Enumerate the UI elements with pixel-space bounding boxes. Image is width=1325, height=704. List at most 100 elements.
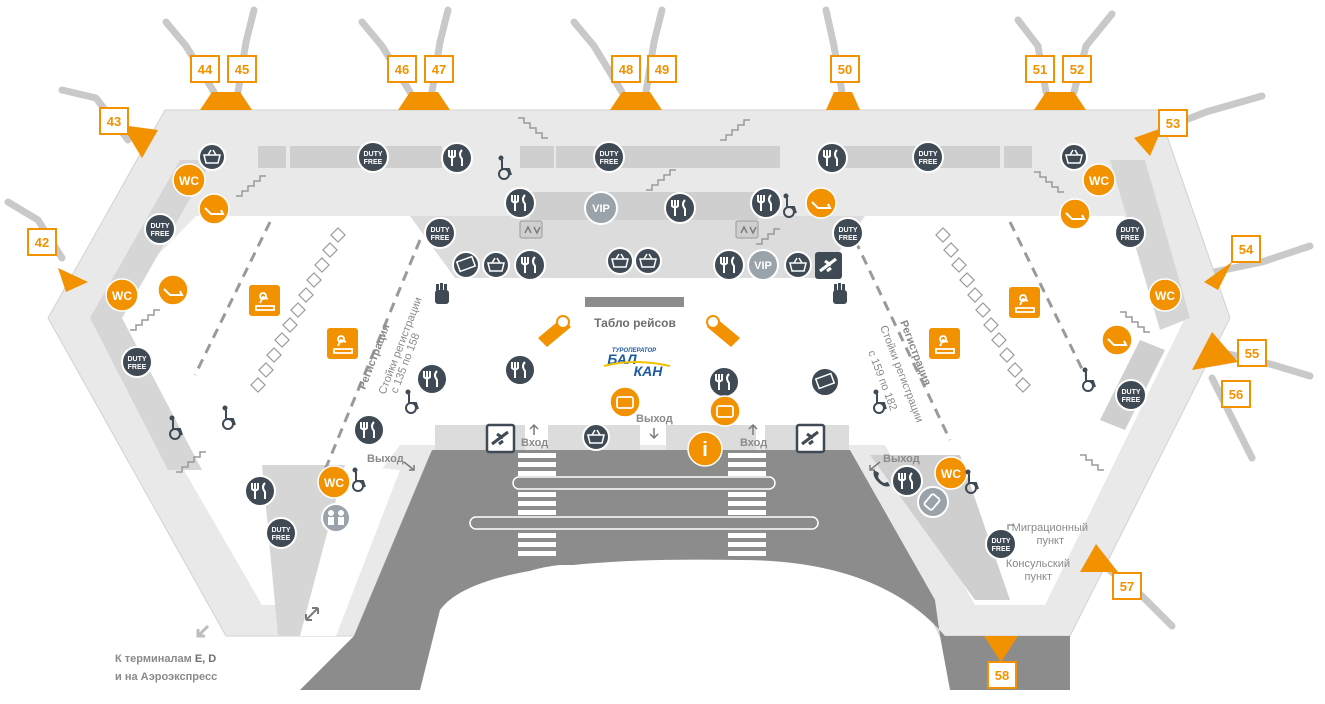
svg-text:55: 55 bbox=[1245, 346, 1259, 361]
wheelchair-icon[interactable] bbox=[873, 389, 887, 414]
wheelchair-icon[interactable] bbox=[169, 415, 183, 440]
restaurant-icon[interactable] bbox=[750, 187, 782, 219]
restaurant-icon[interactable] bbox=[504, 354, 536, 386]
restaurant-icon[interactable] bbox=[816, 142, 848, 174]
lounge-seat-icon[interactable] bbox=[1101, 324, 1133, 356]
gate-52[interactable]: 52 bbox=[1062, 55, 1092, 83]
luggage-tag-icon[interactable] bbox=[917, 486, 949, 518]
restaurant-icon[interactable] bbox=[441, 142, 473, 174]
gate-54[interactable]: 54 bbox=[1231, 235, 1261, 263]
lounge-icons bbox=[157, 187, 1133, 356]
lounge-seat-icon[interactable] bbox=[157, 274, 189, 306]
wheelchair-icon[interactable] bbox=[405, 389, 419, 414]
wheelchair-icon[interactable] bbox=[783, 193, 797, 218]
shopping-basket-icon[interactable] bbox=[784, 251, 812, 279]
phone-icon[interactable] bbox=[873, 470, 891, 487]
wheelchair-icon[interactable] bbox=[498, 155, 512, 180]
wheelchair-icon[interactable] bbox=[222, 405, 236, 430]
gate-48[interactable]: 48 bbox=[611, 55, 641, 83]
wc-icon[interactable]: WC bbox=[105, 278, 139, 312]
svg-text:DUTY: DUTY bbox=[599, 151, 618, 158]
wc-icons: WC WC WC WC WC WC bbox=[105, 163, 1182, 499]
gate-51[interactable]: 51 bbox=[1025, 55, 1055, 83]
shopping-basket-icon[interactable] bbox=[634, 247, 662, 275]
airplane-icon[interactable] bbox=[485, 423, 516, 454]
lounge-seat-icon[interactable] bbox=[805, 187, 837, 219]
checkin-desk-icon[interactable] bbox=[929, 328, 960, 359]
svg-text:DUTY: DUTY bbox=[1121, 389, 1140, 396]
wc-icon[interactable]: WC bbox=[172, 163, 206, 197]
shopping-basket-icon[interactable] bbox=[198, 143, 226, 171]
checkin-desk-icon[interactable] bbox=[1009, 287, 1040, 318]
svg-text:FREE: FREE bbox=[364, 159, 383, 166]
wheelchair-icon[interactable] bbox=[965, 469, 979, 494]
shopping-basket-icon[interactable] bbox=[606, 247, 634, 275]
svg-text:FREE: FREE bbox=[839, 235, 858, 242]
gate-57[interactable]: 57 bbox=[1112, 572, 1142, 600]
baggage-icon[interactable] bbox=[709, 395, 741, 427]
gate-55[interactable]: 55 bbox=[1237, 339, 1267, 367]
checkin-desk-icon[interactable] bbox=[327, 328, 358, 359]
airplane-icon[interactable] bbox=[815, 252, 842, 279]
elevator-icon[interactable] bbox=[519, 220, 543, 239]
vip-lounge-icon[interactable]: VIP bbox=[584, 191, 618, 225]
restaurant-icon[interactable] bbox=[244, 475, 276, 507]
lounge-seat-icon[interactable] bbox=[1059, 198, 1091, 230]
gate-43[interactable]: 43 bbox=[99, 107, 129, 135]
restaurant-icon[interactable] bbox=[891, 465, 923, 497]
svg-text:Выход: Выход bbox=[883, 453, 920, 465]
elevator-icon[interactable] bbox=[735, 220, 759, 239]
svg-text:FREE: FREE bbox=[1121, 235, 1140, 242]
apron bbox=[300, 450, 1070, 690]
currency-exchange-icon[interactable] bbox=[810, 367, 840, 397]
gate-46[interactable]: 46 bbox=[387, 55, 417, 83]
gate-44[interactable]: 44 bbox=[190, 55, 220, 83]
baggage-icon[interactable] bbox=[609, 386, 641, 418]
svg-text:FREE: FREE bbox=[272, 535, 291, 542]
wc-icon[interactable]: WC bbox=[1148, 278, 1182, 312]
gate-45[interactable]: 45 bbox=[227, 55, 257, 83]
restaurant-icon[interactable] bbox=[514, 249, 546, 281]
vip-lounge-icon[interactable]: VIP bbox=[747, 249, 779, 281]
restaurant-icon[interactable] bbox=[416, 363, 448, 395]
gate-42[interactable]: 42 bbox=[27, 228, 57, 256]
shopping-basket-icon[interactable] bbox=[1060, 143, 1088, 171]
restaurant-icon[interactable] bbox=[664, 192, 696, 224]
information-icon[interactable]: i bbox=[687, 431, 723, 467]
restaurant-icon[interactable] bbox=[713, 249, 745, 281]
restaurant-icon[interactable] bbox=[353, 414, 385, 446]
restaurant-icon[interactable] bbox=[708, 366, 740, 398]
checkin-desk-icon[interactable] bbox=[249, 285, 280, 316]
wheelchair-icon[interactable] bbox=[352, 467, 366, 492]
gate-58[interactable]: 58 bbox=[987, 661, 1017, 689]
gate-53[interactable]: 53 bbox=[1158, 109, 1188, 137]
gate-47[interactable]: 47 bbox=[424, 55, 454, 83]
airplane-icon[interactable] bbox=[795, 423, 826, 454]
wc-icon[interactable]: WC bbox=[934, 456, 968, 490]
family-room-icon[interactable] bbox=[321, 503, 351, 533]
svg-text:WC: WC bbox=[112, 289, 132, 303]
currency-exchange-icon[interactable] bbox=[452, 251, 480, 279]
wc-icon[interactable]: WC bbox=[317, 465, 351, 499]
shopping-basket-icon[interactable] bbox=[482, 251, 510, 279]
gate-50[interactable]: 50 bbox=[830, 55, 860, 83]
gate-49[interactable]: 49 bbox=[647, 55, 677, 83]
wc-icon[interactable]: WC bbox=[1082, 163, 1116, 197]
shopping-basket-icon[interactable] bbox=[582, 423, 610, 451]
lounge-seat-icon[interactable] bbox=[198, 193, 230, 225]
gate-56[interactable]: 56 bbox=[1221, 380, 1251, 408]
wheelchair-icon[interactable] bbox=[1082, 367, 1096, 392]
restaurant-icon[interactable] bbox=[504, 187, 536, 219]
